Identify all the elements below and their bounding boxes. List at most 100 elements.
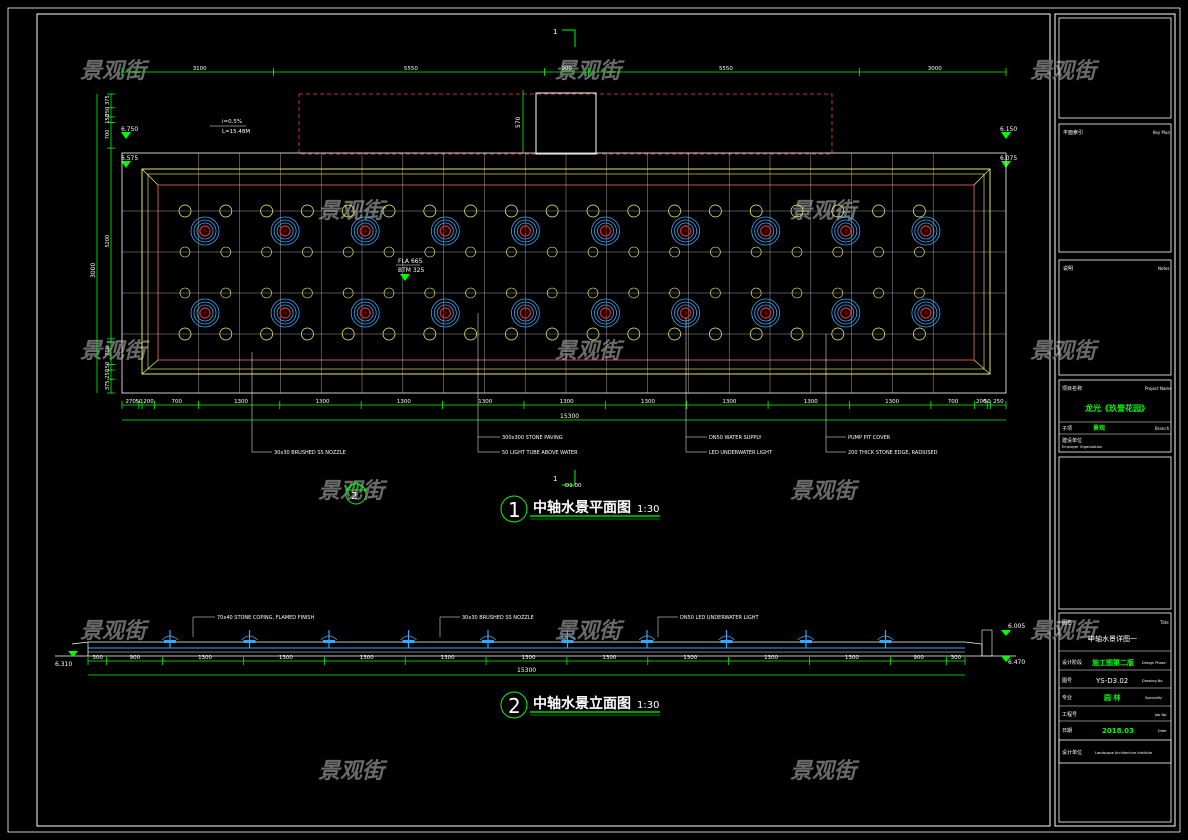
plan-title: 中轴水景平面图	[533, 499, 631, 516]
elevation-triangle	[121, 132, 131, 139]
fountain-core	[439, 225, 451, 237]
dim-label: 1300	[478, 399, 492, 405]
nozzle	[423, 204, 437, 218]
watermark: 景观街	[318, 479, 388, 504]
tb-designer-box	[1058, 739, 1172, 823]
fountain-ring	[754, 219, 778, 243]
fountain-ring	[514, 219, 537, 243]
fountain-ring	[911, 216, 941, 246]
leader-line	[439, 616, 460, 637]
water-jet-spray	[718, 635, 735, 641]
leader-line	[825, 437, 846, 453]
fountain-ring	[511, 216, 540, 246]
nozzle	[341, 327, 355, 341]
dim-label: 1300	[441, 655, 455, 661]
fountain-core	[359, 307, 371, 319]
callout-label: 30x30 BRUSHED SS NOZZLE	[274, 450, 346, 456]
dim-label: 1300	[764, 655, 778, 661]
tb-design-stage-en: Design Phase	[1142, 661, 1166, 665]
dim-label: 700	[105, 130, 111, 140]
watermark: 景观街	[790, 479, 860, 504]
fountain-ring	[914, 219, 938, 243]
water-elev-1: FLA 665	[398, 258, 423, 265]
jet-base	[402, 640, 415, 643]
nozzle	[261, 246, 272, 258]
dim-label: 1300	[804, 399, 818, 405]
nozzle	[505, 327, 518, 341]
tb-key-plan-label: 平面索引	[1063, 129, 1083, 136]
nozzle	[832, 246, 844, 258]
water-jet-spray	[479, 635, 497, 641]
tb-drawing-title: 中轴水景详图一	[1088, 634, 1137, 643]
dim-label: 900	[561, 66, 572, 72]
dim-label: 50	[135, 399, 142, 405]
tb-sub-en: Branch	[1155, 426, 1170, 431]
fountain-ring	[356, 304, 374, 322]
nozzle	[790, 327, 804, 341]
fountain-group	[190, 216, 941, 328]
callout-label: 200 THICK STONE EDGE, RADIUSED	[848, 450, 938, 456]
nozzle	[342, 287, 354, 299]
fountain-ring	[270, 216, 300, 246]
fountain-ring	[591, 216, 620, 246]
dim-label: 1300	[234, 399, 248, 405]
fountain-core	[199, 225, 211, 237]
tb-specialty-en: Speciality	[1145, 696, 1162, 700]
dim-label: 375	[105, 95, 111, 105]
nozzle	[669, 246, 680, 258]
tb-design-unit-en: Employer Organization	[1062, 445, 1102, 449]
jet-base	[641, 640, 653, 643]
fountain-ring	[834, 301, 858, 325]
fountain-ring	[190, 298, 220, 328]
nozzle	[220, 246, 232, 258]
fountain-ring	[917, 222, 935, 240]
tb-project-box	[1058, 379, 1172, 453]
tb-specialty: 园 林	[1104, 693, 1121, 702]
elev-left-2: 6.575	[121, 155, 138, 162]
nozzle	[750, 246, 762, 258]
nozzle-group	[178, 204, 926, 341]
nozzle	[586, 327, 600, 341]
fountain-core	[920, 307, 932, 319]
nozzle	[790, 204, 804, 218]
nozzle	[219, 204, 233, 218]
water-jet-spray	[797, 635, 815, 641]
fountain-ring	[273, 219, 297, 243]
elevation-triangle	[68, 651, 78, 657]
elev-right-2: 6.075	[1000, 155, 1017, 162]
drawing-frame	[36, 13, 1051, 827]
fountain-center	[523, 229, 528, 233]
fountain-ring	[677, 304, 694, 322]
fountain-ring	[350, 298, 380, 328]
elevation-callouts	[192, 616, 678, 637]
watermark: 景观街	[1030, 619, 1100, 644]
dim-label: 1300	[683, 655, 697, 661]
fountain-center	[683, 311, 688, 315]
tb-drawing-no-en: Drawing No.	[1142, 679, 1163, 683]
nozzle	[913, 327, 926, 341]
elev-right-bottom-label: 6.470	[1008, 659, 1025, 666]
nozzle	[260, 204, 273, 218]
watermark: 景观街	[80, 339, 150, 364]
nozzle	[627, 327, 641, 341]
nozzle	[709, 327, 722, 341]
dim-label: 200	[143, 399, 154, 405]
nozzle	[791, 287, 803, 299]
fountain-core	[840, 225, 852, 237]
fountain-ring	[511, 298, 540, 328]
nozzle	[545, 204, 559, 218]
dim-label: 700	[171, 399, 182, 405]
nozzle	[546, 246, 558, 258]
top-right-dim-label: 570	[515, 116, 522, 128]
fountain-ring	[831, 216, 861, 246]
nozzle	[668, 327, 681, 341]
dim-label: 250	[993, 399, 1004, 405]
nozzle	[668, 204, 681, 218]
tb-drawing-title-label: 图名	[1062, 619, 1072, 626]
dim-label: 270	[125, 399, 136, 405]
elevation-triangle	[121, 161, 131, 168]
dim-label: 5550	[404, 66, 418, 72]
nozzle	[914, 246, 925, 258]
nozzle	[791, 246, 803, 258]
